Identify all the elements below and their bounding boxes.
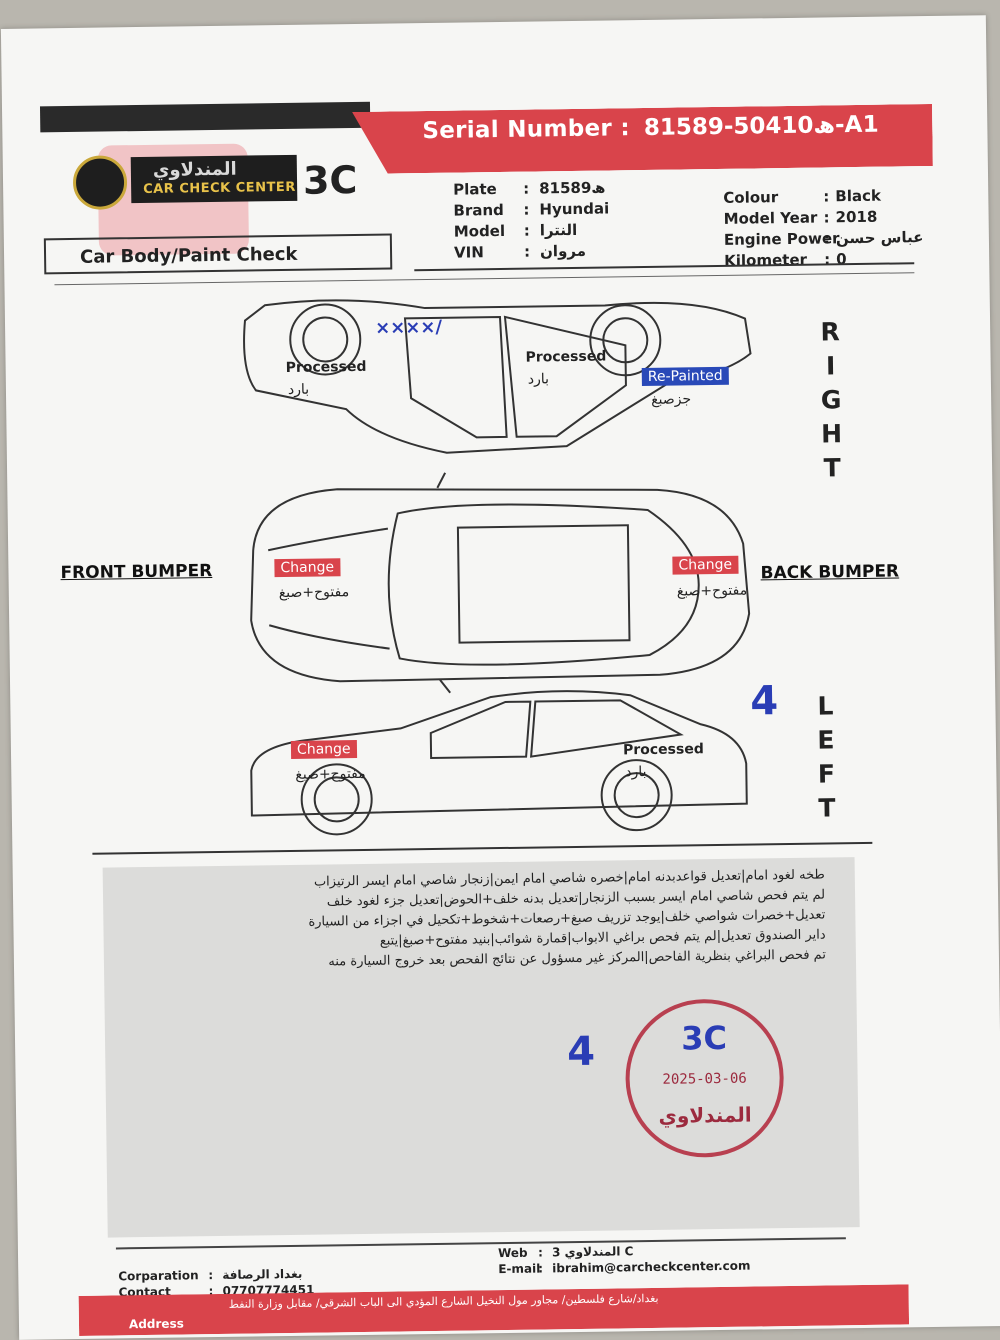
footer-address-value: بغداد/شارع فلسطين/ مجاور مول النخيل الشا… <box>228 1291 659 1311</box>
top-view-car-outline <box>250 488 751 683</box>
header-dark-bar <box>39 101 371 133</box>
info-row-brand: Brand:Hyundai <box>453 199 610 220</box>
car-diagram <box>243 299 752 836</box>
vehicle-info-left: Plate:ھ81589 Brand:Hyundai Model:النترا … <box>453 178 610 264</box>
info-row-kilometer: Kilometer:0 <box>724 250 847 270</box>
rear-top-status: Change <box>672 555 739 575</box>
footer-web: Web:3 المندلاوي C <box>497 1244 634 1261</box>
right-middle-status: Processed <box>525 348 607 366</box>
footer-corporation: Corparation:بغداد الرصافة <box>118 1266 303 1284</box>
left-front-status: Change <box>290 740 357 759</box>
note-line-5: تم فحص البراغي بنظرية الفاحص|المركز غير … <box>328 947 827 970</box>
stamp-date: 2025-03-06 <box>662 1070 747 1088</box>
handwritten-number-2: 4 <box>566 1028 596 1076</box>
front-top-status: Change <box>274 558 341 578</box>
serial-value: ھ50410-81589-A1 <box>643 111 880 141</box>
handwritten-marks: ××××/ <box>374 316 443 339</box>
right-middle-note: بارد <box>527 371 550 388</box>
handwritten-number-1: 4 <box>750 678 779 725</box>
vehicle-info-right: Colour:Black Model Year:2018 Engine Powe… <box>723 186 924 273</box>
rear-top-note: مفتوح+صبغ <box>676 582 748 600</box>
stamp-name: المندلاوي <box>658 1102 752 1128</box>
info-row-plate: Plate:ھ81589 <box>453 178 606 199</box>
footer-email-link[interactable]: ibrahim@carcheckcenter.com <box>552 1258 751 1276</box>
section-title: Car Body/Paint Check <box>43 233 393 275</box>
note-line-1: طخه لغود امام|تعديل قواعدبدنه امام|خصره … <box>313 867 825 890</box>
info-row-model-year: Model Year:2018 <box>723 207 878 228</box>
note-line-4: داير الصندوق تعديل|لم يتم فحص براغي الاب… <box>379 927 826 949</box>
info-row-engine-power: Engine Power:عباس حسن <box>723 228 924 249</box>
top-view-roof <box>456 524 631 644</box>
top-view-cabin <box>387 503 700 666</box>
note-line-2: لم يتم فحص شاصي امام ايسر بسبب الزنجار|ت… <box>326 887 826 910</box>
left-side-windows <box>429 699 684 760</box>
left-rear-wheel <box>600 759 673 832</box>
left-front-note: مفتوح+صبغ <box>295 765 366 783</box>
info-row-model: Model:النترا <box>453 220 578 241</box>
logo-arabic: المندلاوي <box>152 158 237 181</box>
top-view-mirrors <box>436 472 451 694</box>
footer-email: E-mail:ibrahim@carcheckcenter.com <box>498 1258 751 1277</box>
footer-address-label: Address <box>128 1316 184 1332</box>
stamp-brand: 3C <box>680 1018 728 1058</box>
logo-brand: 3C <box>302 157 358 203</box>
right-rear-wheel <box>589 304 662 377</box>
right-front-status: Processed <box>285 358 367 376</box>
back-bumper-label: BACK BUMPER <box>760 561 900 584</box>
info-row-vin: VIN:مروان <box>453 241 587 262</box>
right-side-car-outline <box>243 299 752 454</box>
right-rear-note: جزصبغ <box>651 391 692 408</box>
front-bumper-label: FRONT BUMPER <box>60 561 213 584</box>
front-top-note: مفتوح+صبغ <box>278 584 350 602</box>
footer-divider <box>115 1237 846 1250</box>
right-rear-status: Re-Painted <box>641 366 729 387</box>
top-view-hood-lines <box>267 527 390 650</box>
inspection-sheet: Serial Number : ھ50410-81589-A1 المندلاوي… <box>0 15 1000 1340</box>
right-front-note: بارد <box>287 381 310 398</box>
info-row-colour: Colour:Black <box>723 186 882 207</box>
left-front-wheel <box>300 763 373 836</box>
left-rear-status: Processed <box>622 741 704 759</box>
right-front-wheel <box>289 303 362 376</box>
diagram-bottom-divider <box>92 841 873 855</box>
left-rear-note: بارد <box>625 763 647 781</box>
note-line-3: تعديل+خصرات شواصي خلف|يوجد تزريف صبغ+رصع… <box>308 907 826 930</box>
logo-english: CAR CHECK CENTER <box>143 179 296 197</box>
left-side-car-outline <box>250 690 748 817</box>
serial-label: Serial Number : <box>422 115 631 145</box>
right-side-windows <box>403 315 627 439</box>
